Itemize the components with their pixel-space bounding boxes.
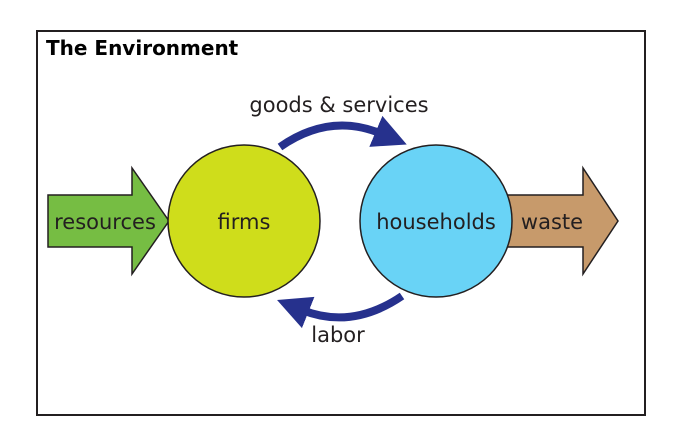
firms-label: firms (218, 210, 271, 234)
goods-services-label: goods & services (249, 93, 428, 117)
goods-services-arrow (277, 115, 407, 151)
households-circle (359, 144, 513, 298)
households-label: households (376, 210, 496, 234)
resources-arrow (47, 165, 170, 277)
resources-label: resources (54, 210, 156, 234)
environment-title: The Environment (46, 36, 239, 60)
waste-label: waste (521, 210, 583, 234)
labor-label: labor (311, 323, 365, 347)
labor-arrow (277, 292, 405, 329)
firms-circle (167, 144, 321, 298)
